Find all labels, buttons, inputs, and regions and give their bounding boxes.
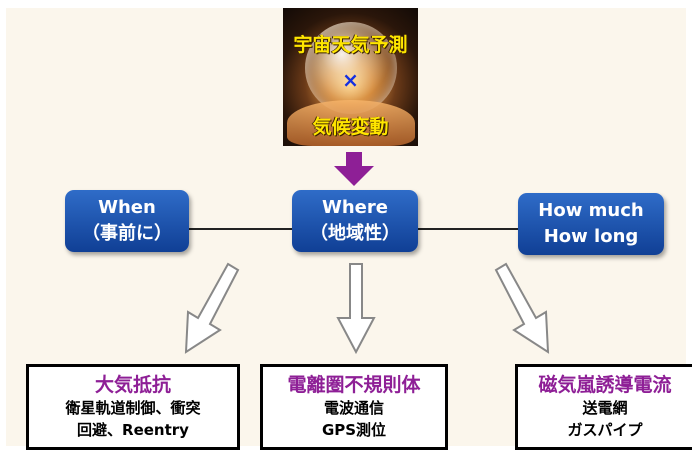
- arrow-down-icon: [336, 263, 376, 354]
- outcome-drag: 大気抵抗 衛星軌道制御、衝突 回避、Reentry: [26, 364, 240, 450]
- outcome-gic-title: 磁気嵐誘導電流: [538, 374, 672, 396]
- crystal-ball-image: 宇宙天気予測 × 気候変動: [283, 8, 418, 146]
- outcome-gic: 磁気嵐誘導電流 送電網 ガスパイプ: [515, 364, 692, 450]
- node-when-line2: （事前に）: [82, 223, 172, 244]
- outcome-ionosphere-line2: GPS測位: [321, 421, 387, 439]
- outcome-ionosphere-title: 電離圏不規則体: [287, 374, 421, 396]
- node-how: How much How long: [518, 193, 664, 255]
- hands-shape: [287, 100, 415, 146]
- arrow-down-left-icon: [184, 262, 240, 354]
- connector-line-left: [189, 228, 292, 230]
- node-when-line1: When: [98, 197, 156, 218]
- outcome-gic-line2: ガスパイプ: [567, 421, 643, 439]
- node-how-line1: How much: [538, 200, 644, 221]
- node-where-line2: （地域性）: [310, 223, 400, 244]
- connector-line-right: [418, 228, 518, 230]
- node-where: Where （地域性）: [292, 190, 418, 252]
- outcome-ionosphere-line1: 電波通信: [323, 399, 384, 417]
- orb-top-text: 宇宙天気予測: [293, 34, 408, 56]
- down-arrow-icon: [334, 152, 374, 186]
- arrow-down-right-icon: [494, 262, 550, 354]
- outcome-drag-title: 大気抵抗: [94, 374, 171, 396]
- node-how-line2: How long: [543, 226, 639, 247]
- crystal-ball-glass: [305, 22, 397, 114]
- outcome-drag-line2: 回避、Reentry: [77, 421, 189, 439]
- outcome-drag-line1: 衛星軌道制御、衝突: [65, 399, 201, 417]
- node-where-line1: Where: [322, 197, 388, 218]
- orb-cross-symbol: ×: [342, 68, 359, 92]
- outcome-ionosphere: 電離圏不規則体 電波通信 GPS測位: [260, 364, 448, 450]
- node-when: When （事前に）: [65, 190, 189, 252]
- outcome-gic-line1: 送電網: [582, 399, 628, 417]
- orb-bottom-text: 気候変動: [312, 116, 389, 138]
